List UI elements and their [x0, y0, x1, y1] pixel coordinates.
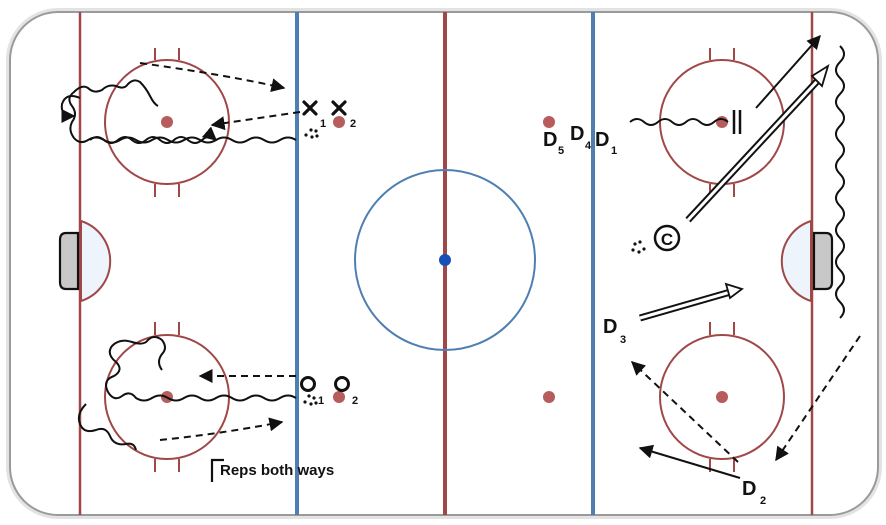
skate-path-far-right: [835, 45, 845, 319]
skate-arrow-top-right: [755, 34, 821, 109]
player-d4-sub: 4: [585, 140, 592, 152]
skate-path-top-right: [629, 118, 729, 126]
stop-mark: [732, 110, 742, 134]
curl-arrow-left: [60, 95, 81, 123]
player-o2: [334, 376, 350, 392]
pass-double-arrow-top: [685, 63, 830, 223]
crease-right: [780, 219, 812, 303]
player-d3-sub: 3: [620, 334, 626, 346]
player-o1: [300, 376, 316, 392]
puck-pile-bottom: [303, 394, 318, 406]
pass-arrow-top-out: [139, 62, 286, 93]
player-d5-sub: 5: [558, 145, 564, 157]
skate-arrow-d2: [638, 444, 741, 479]
reps-bracket: [210, 458, 224, 482]
dash-arrow-d2: [630, 361, 739, 463]
player-o2-sub: 2: [352, 395, 358, 407]
coach-label: C: [661, 230, 673, 249]
player-x2-sub: 2: [350, 118, 356, 130]
pass-arrow-top-in: [210, 111, 301, 131]
faceoff-circle-top-left: [104, 48, 230, 197]
player-x2: [331, 100, 347, 116]
player-d5: D: [543, 129, 557, 151]
player-x1: [302, 100, 318, 116]
player-d4: D: [570, 123, 584, 145]
skate-path-top-left-carry: [89, 126, 218, 144]
pass-arrow-bottom-out: [159, 417, 284, 441]
crease-left: [80, 219, 112, 303]
player-d1: D: [595, 129, 609, 151]
player-o1-sub: 1: [318, 395, 324, 407]
dash-arrow-far-right: [775, 335, 861, 462]
skate-path-bottom-left: [105, 336, 297, 402]
puck-pile-coach: [631, 240, 646, 254]
center-circle: [354, 169, 536, 351]
reps-note: Reps both ways: [220, 462, 334, 479]
player-d1-sub: 1: [611, 145, 617, 157]
player-x1-sub: 1: [320, 118, 326, 130]
player-d2-sub: 2: [760, 495, 766, 507]
pass-double-arrow-d3: [639, 282, 744, 322]
coach-icon: [653, 224, 681, 252]
net-left: [58, 231, 80, 291]
puck-pile-top: [304, 128, 319, 139]
player-d3: D: [603, 316, 617, 338]
center-faceoff-dot: [439, 254, 451, 266]
player-d2: D: [742, 478, 756, 500]
skate-path-bottom-left-loop: [77, 403, 137, 451]
net-right: [812, 231, 834, 291]
